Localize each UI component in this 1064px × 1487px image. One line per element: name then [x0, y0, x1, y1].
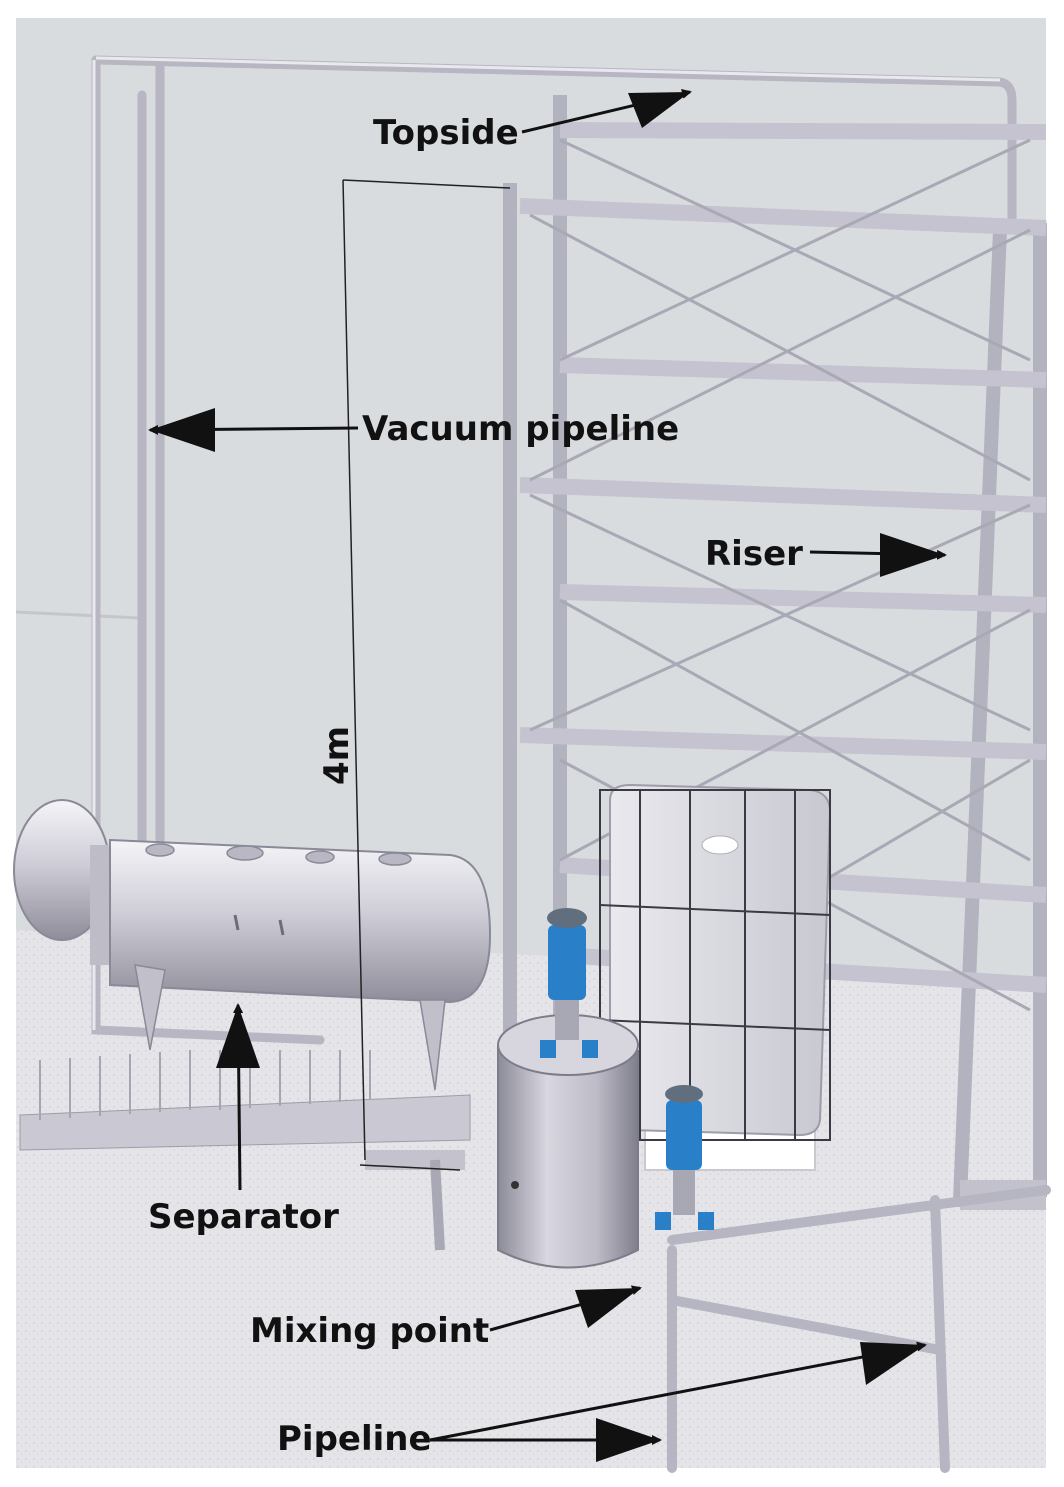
label-vacuum-pipeline: Vacuum pipeline	[362, 409, 680, 449]
pump-lower	[655, 1085, 714, 1230]
label-topside: Topside	[373, 113, 519, 153]
label-riser: Riser	[705, 534, 803, 574]
riser-frame	[503, 95, 1047, 1208]
separator	[13, 799, 492, 1091]
dimension-label: 4m	[317, 725, 357, 785]
pipeline	[667, 1185, 1051, 1473]
dimension-4m	[342, 179, 511, 1171]
grating-rack	[19, 1050, 471, 1251]
pump-upper	[540, 908, 598, 1058]
mixing-drum	[497, 1014, 639, 1269]
label-pipeline: Pipeline	[277, 1419, 432, 1459]
label-mixing-point: Mixing point	[250, 1311, 490, 1351]
wall-seam	[15, 610, 141, 620]
label-separator: Separator	[148, 1197, 339, 1237]
arrowheads	[150, 92, 945, 1462]
